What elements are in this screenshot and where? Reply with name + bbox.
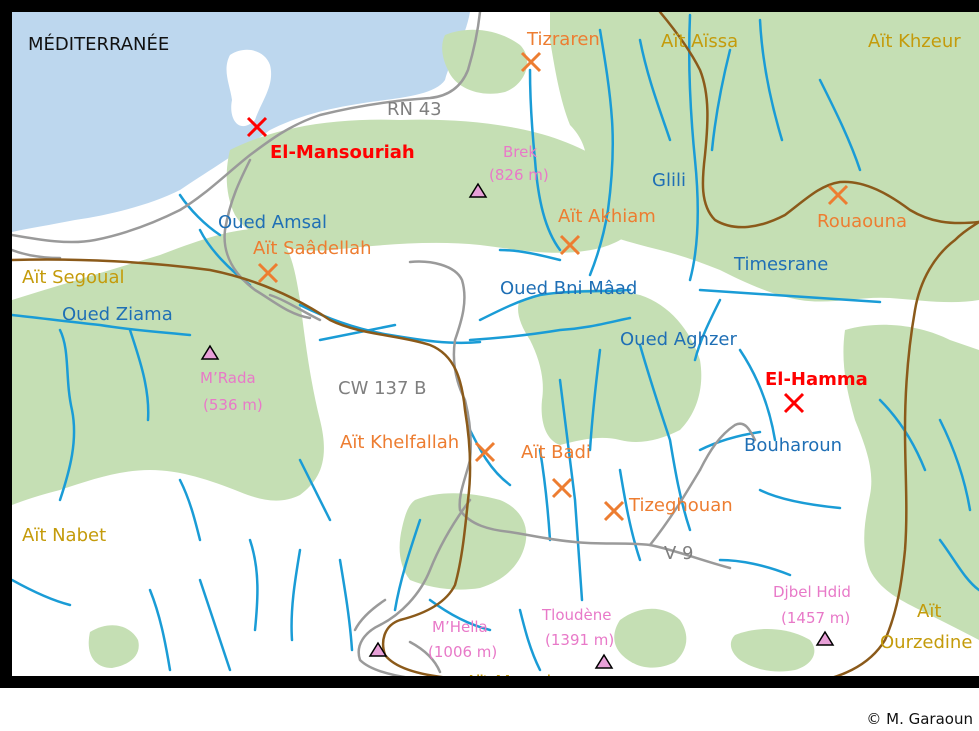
peak-label-tloudene: Tloudène <box>541 606 612 624</box>
peak-marker-djbel-hdid <box>815 630 835 646</box>
river-label-bouharoun: Bouharoun <box>744 435 842 456</box>
village-markers <box>257 51 849 522</box>
village-marker-ait-saadellah <box>257 262 279 284</box>
village-label-ait-badi: Aït Badi <box>521 442 591 463</box>
river-label-oued-amsal: Oued Amsal <box>218 212 327 233</box>
tribe-label-ait-nabet: Aït Nabet <box>22 525 106 546</box>
peak-elevation-mrada: (536 m) <box>203 396 263 414</box>
peak-elevation-brek: (826 m) <box>489 166 549 184</box>
peak-label-mhella: M’Hella <box>432 618 488 636</box>
village-marker-ait-khelfallah <box>474 441 496 463</box>
town-label-el-hamma: El-Hamma <box>765 369 868 390</box>
village-label-tizeghouan: Tizeghouan <box>628 495 733 516</box>
peak-elevation-mhella: (1006 m) <box>428 643 497 661</box>
town-marker-el-hamma <box>783 392 805 414</box>
road-label-v-9: V 9 <box>664 543 694 564</box>
peak-marker-brek <box>468 182 488 198</box>
commune-boundary <box>12 220 979 682</box>
river-label-timesrane: Timesrane <box>733 254 828 275</box>
peak-label-mrada: M’Rada <box>200 369 256 387</box>
peak-marker-tloudene <box>594 653 614 669</box>
village-marker-ait-badi <box>551 477 573 499</box>
map-credit: © M. Garaoun <box>866 710 973 728</box>
river-label-oued-aghzer: Oued Aghzer <box>620 329 737 350</box>
village-marker-tizeghouan <box>603 500 625 522</box>
tribe-label-ait-segoual: Aït Segoual <box>22 267 124 288</box>
tribe-label-ait: Aït <box>917 601 941 622</box>
village-label-ait-khelfallah: Aït Khelfallah <box>340 432 459 453</box>
peak-marker-mhella <box>368 641 388 657</box>
peak-markers <box>200 182 835 669</box>
village-label-tizraren: Tizraren <box>526 29 600 50</box>
river-network <box>12 13 979 672</box>
river-label-oued-bni-maad: Oued Bni Mâad <box>500 278 637 299</box>
road-label-rn-43: RN 43 <box>387 99 442 120</box>
sea-coast-island <box>226 49 272 127</box>
river-label-glili: Glili <box>652 170 686 191</box>
tribe-label-ait-khzeur: Aït Khzeur <box>868 31 961 52</box>
peak-marker-mrada <box>200 344 220 360</box>
village-label-ait-saadellah: Aït Saâdellah <box>253 238 372 259</box>
commune-boundary-north <box>658 12 979 229</box>
tribe-label-ait-aissa: Aït Aïssa <box>661 31 738 52</box>
town-markers <box>246 116 805 414</box>
peak-elevation-tloudene: (1391 m) <box>545 631 614 649</box>
road-label-cw-137-b: CW 137 B <box>338 378 427 399</box>
village-marker-rouaouna <box>827 184 849 206</box>
peak-label-djbel-hdid: Djbel Hdid <box>773 583 851 601</box>
river-label-oued-ziama: Oued Ziama <box>62 304 173 325</box>
town-marker-el-mansouriah <box>246 116 268 138</box>
town-label-el-mansouriah: El-Mansouriah <box>270 142 415 163</box>
village-marker-tizraren <box>520 51 542 73</box>
village-label-ait-akhiam: Aït Akhiam <box>558 206 656 227</box>
peak-label-brek: Brek <box>503 143 537 161</box>
road-network <box>12 12 757 680</box>
village-label-rouaouna: Rouaouna <box>817 211 907 232</box>
village-marker-ait-akhiam <box>559 234 581 256</box>
sea-label: MÉDITERRANÉE <box>28 33 169 55</box>
peak-elevation-djbel-hdid: (1457 m) <box>781 609 850 627</box>
map-border <box>0 0 979 688</box>
tribe-label-ourzedine: Ourzedine <box>880 632 972 653</box>
